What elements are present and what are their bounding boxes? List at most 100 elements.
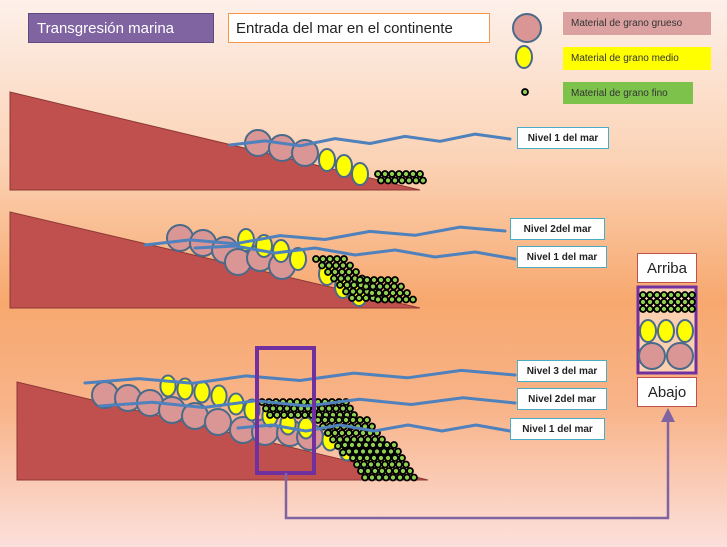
fine-grain (390, 282, 398, 291)
fine-grain (660, 305, 668, 313)
fine-grain (390, 441, 398, 449)
fine-grain (660, 291, 668, 299)
fine-grain (362, 441, 370, 449)
fine-grain (360, 460, 368, 469)
land-wedge-1 (9, 91, 421, 191)
fine-grain (352, 447, 360, 456)
coarse-grain (204, 408, 232, 436)
fine-grain (342, 287, 350, 296)
fine-grain (681, 305, 689, 313)
medium-grain (210, 384, 228, 408)
fine-grain (660, 298, 668, 306)
fine-grain (363, 276, 371, 284)
arrow-head-icon (661, 408, 675, 422)
fine-grain (359, 447, 367, 456)
fine-grain (340, 255, 348, 263)
medium-grain (289, 247, 307, 271)
fine-grain (339, 404, 347, 413)
fine-grain (374, 295, 382, 304)
fine-grain (352, 268, 360, 276)
coarse-grain (268, 134, 296, 162)
land-wedge-2 (9, 211, 421, 309)
fine-grain (385, 467, 393, 475)
fine-grain (345, 429, 353, 437)
fine-grain (363, 416, 371, 424)
fine-grain (338, 268, 346, 276)
fine-grain (376, 441, 384, 449)
fine-grain (324, 268, 332, 276)
fine-grain (395, 295, 403, 304)
fine-grain (395, 460, 403, 469)
fine-grain (387, 447, 395, 456)
fine-grain (378, 467, 386, 475)
fine-grain (346, 261, 354, 270)
fine-grain (688, 291, 696, 299)
fine-grain (355, 294, 363, 302)
fine-grain (331, 268, 339, 276)
fine-grain (324, 429, 332, 437)
coarse-grain (158, 396, 186, 424)
sea-level-line-stage2-level1 (193, 244, 517, 261)
fine-grain (396, 473, 404, 482)
fine-grain (350, 281, 358, 289)
stage3-level2-label: Nivel 2del mar (517, 388, 607, 410)
fine-grain (370, 454, 378, 462)
fine-grain (402, 295, 410, 304)
fine-grain (369, 441, 377, 449)
coarse-grain (666, 342, 694, 370)
fine-grain (336, 435, 344, 444)
coarse-grain (166, 224, 194, 252)
fine-grain (356, 276, 364, 284)
fine-grain (402, 170, 410, 178)
medium-grain (318, 148, 336, 172)
fine-grain (362, 282, 370, 291)
fine-grain (348, 441, 356, 449)
fine-grain (338, 429, 346, 437)
fine-grain (391, 454, 399, 462)
fine-grain (346, 404, 354, 413)
fine-grain (325, 404, 333, 413)
legend-fine-label: Material de grano fino (563, 82, 693, 104)
sea-level-line-stage3-level3 (83, 368, 517, 385)
fine-grain (419, 176, 427, 185)
fine-grain (339, 448, 347, 457)
fine-grain (377, 276, 385, 284)
fine-grain (342, 416, 350, 424)
fine-grain (646, 305, 654, 313)
sea-level-line-stage2-level2 (143, 225, 507, 247)
fine-grain (384, 176, 392, 185)
fine-grain (639, 298, 647, 306)
fine-grain (355, 441, 363, 449)
fine-grain (301, 411, 309, 419)
fine-grain (373, 447, 381, 456)
fine-grain (646, 298, 654, 306)
fine-grain (395, 170, 403, 178)
stage2-level2-label: Nivel 2del mar (510, 218, 605, 240)
fine-grain (381, 170, 389, 178)
fine-grain (357, 467, 365, 475)
fine-grain (331, 429, 339, 437)
fine-grain (388, 460, 396, 469)
fine-grain (674, 298, 682, 306)
fine-grain (376, 282, 384, 291)
column-bottom-label: Abajo (637, 377, 697, 407)
fine-grain (375, 289, 383, 297)
fine-grain (369, 282, 377, 291)
fine-grain (353, 460, 361, 469)
fine-grain (266, 411, 274, 419)
medium-grain (335, 154, 353, 178)
fine-grain (328, 416, 336, 424)
fine-grain (382, 473, 390, 482)
fine-grain (403, 473, 411, 482)
fine-grain (688, 298, 696, 306)
fine-grain (380, 447, 388, 456)
sea-level-line-stage3-level2 (98, 396, 517, 409)
fine-grain (394, 447, 402, 456)
fine-grain (345, 268, 353, 276)
stage3-level1-label: Nivel 1 del mar (510, 418, 605, 440)
fine-grain (325, 261, 333, 270)
sea-level-line-stage3-level1 (236, 423, 512, 433)
fine-grain (276, 404, 284, 413)
fine-grain (374, 460, 382, 469)
fine-grain (377, 176, 385, 185)
